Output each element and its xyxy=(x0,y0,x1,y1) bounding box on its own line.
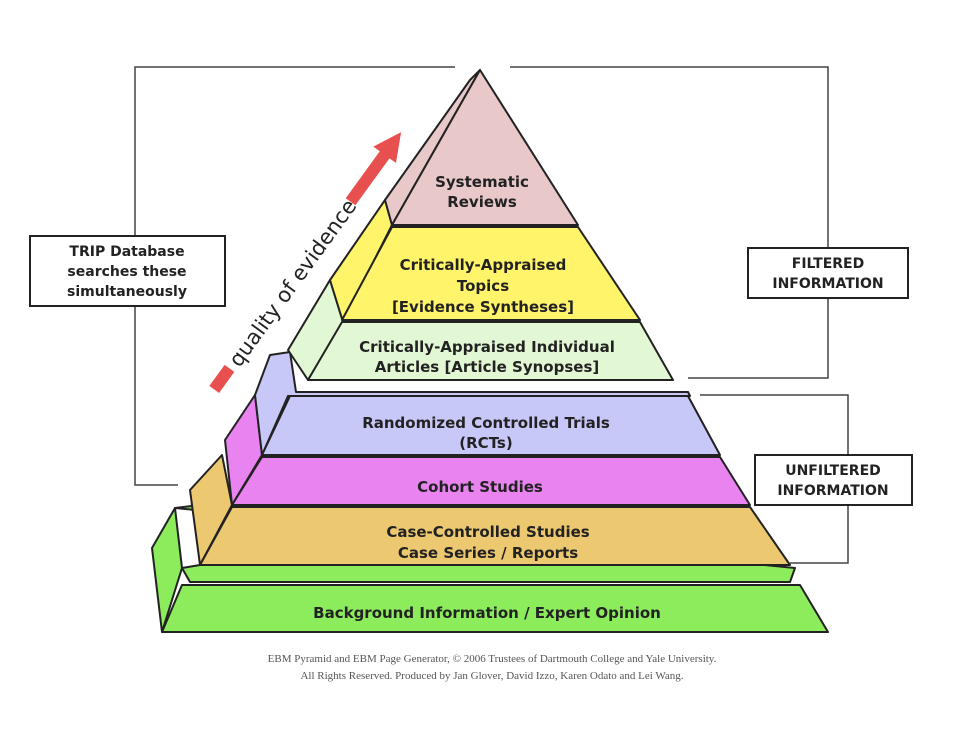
arrow-tail-dash xyxy=(209,364,235,393)
tier-rcts xyxy=(261,395,721,456)
credit-line: All Rights Reserved. Produced by Jan Glo… xyxy=(300,670,683,682)
filtered-information-box: FILTERED INFORMATION xyxy=(747,247,909,299)
trip-box-line: searches these xyxy=(67,264,186,280)
arrow-head-icon xyxy=(373,132,402,164)
tier-label: Reviews xyxy=(447,193,517,211)
pyramid-front xyxy=(161,69,829,633)
tier-critically-appraised-topics xyxy=(341,226,641,321)
tier-label: Articles [Article Synopses] xyxy=(375,358,599,376)
unfiltered-box-line: UNFILTERED xyxy=(785,463,881,479)
tier-label: Cohort Studies xyxy=(417,478,543,496)
tier-label: Case-Controlled Studies xyxy=(386,523,589,541)
trip-box-line: TRIP Database xyxy=(69,244,184,260)
arrow-shaft xyxy=(345,149,391,206)
credit-line: EBM Pyramid and EBM Page Generator, © 20… xyxy=(268,653,717,665)
unfiltered-box-line: INFORMATION xyxy=(777,483,888,499)
filtered-bracket xyxy=(510,66,829,379)
tier-labels: Systematic Reviews Critically-Appraised … xyxy=(313,173,661,622)
tier-systematic-reviews xyxy=(391,69,579,226)
tier-label: [Evidence Syntheses] xyxy=(392,298,574,316)
tier-label: Topics xyxy=(457,277,509,295)
tier-label: Critically-Appraised xyxy=(400,256,567,274)
tier-critically-appraised-articles xyxy=(307,321,674,381)
filtered-box-line: FILTERED xyxy=(792,256,864,272)
tier-label: Systematic xyxy=(435,173,529,191)
trip-box-line: simultaneously xyxy=(67,284,187,300)
tier-cohort-studies xyxy=(231,456,751,506)
tier-label: Case Series / Reports xyxy=(398,544,578,562)
tier-label: Critically-Appraised Individual xyxy=(359,338,615,356)
trip-database-box: TRIP Database searches these simultaneou… xyxy=(29,235,226,307)
tier-label: Background Information / Expert Opinion xyxy=(313,604,661,622)
tier-case-controlled xyxy=(199,506,791,566)
filtered-box-line: INFORMATION xyxy=(772,276,883,292)
tier-label: (RCTs) xyxy=(459,434,512,452)
unfiltered-information-box: UNFILTERED INFORMATION xyxy=(754,454,913,506)
tier-label: Randomized Controlled Trials xyxy=(362,414,610,432)
tier-background xyxy=(161,584,829,633)
